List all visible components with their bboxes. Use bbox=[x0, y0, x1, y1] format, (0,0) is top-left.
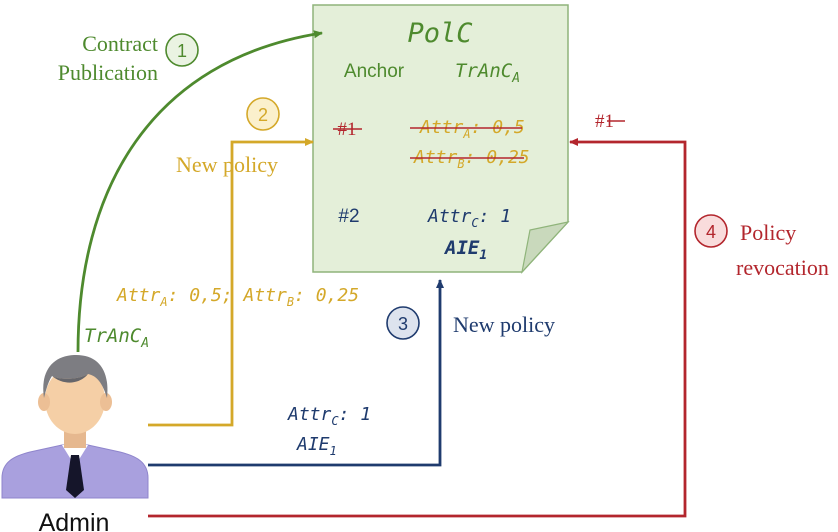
admin-tie bbox=[66, 455, 84, 498]
step4-label-line2: revocation bbox=[736, 255, 829, 280]
step3-number-badge bbox=[386, 306, 420, 340]
row2-attr-c: AttrC: 1 bbox=[427, 206, 511, 230]
step3-label: New policy bbox=[453, 312, 555, 337]
step4-arrow bbox=[148, 138, 687, 518]
step3-arrow bbox=[148, 279, 444, 467]
step1-arrow bbox=[76, 30, 323, 353]
step4-label-line1: Policy bbox=[740, 220, 796, 245]
step3-new-policy: 3 New policy AttrC: 1 AIE1 bbox=[148, 279, 555, 467]
step4-number-badge bbox=[694, 214, 728, 248]
row1-attr-a: AttrA: 0,5 bbox=[419, 117, 525, 141]
step3-attr-c: AttrC: 1 bbox=[287, 404, 371, 428]
step4-policy-revocation: 4 Policy revocation #1 bbox=[148, 111, 829, 518]
admin-hair bbox=[43, 354, 108, 398]
row2-anchor: #2 bbox=[338, 206, 359, 227]
step2-arrow bbox=[148, 138, 314, 427]
admin-hair-shade bbox=[52, 374, 88, 383]
admin-right-ear bbox=[100, 393, 112, 411]
step2-label: New policy bbox=[176, 152, 278, 177]
admin-left-ear bbox=[38, 393, 50, 411]
column-header-tranca: TrAnCA bbox=[455, 60, 520, 86]
admin-face bbox=[45, 366, 105, 434]
document-folded-corner bbox=[521, 221, 570, 274]
admin-label: Admin bbox=[39, 509, 110, 532]
step2-number: 2 bbox=[258, 105, 268, 125]
admin-user-icon: Admin bbox=[1, 354, 149, 532]
step1-number: 1 bbox=[177, 41, 187, 61]
step1-number-badge bbox=[165, 33, 199, 67]
step4-anchor-label: #1 bbox=[595, 111, 614, 132]
step1-label-line1: Contract bbox=[82, 31, 158, 56]
step1-label-line2: Publication bbox=[58, 60, 158, 85]
step2-number-badge bbox=[246, 97, 280, 131]
document-title: PolC bbox=[407, 18, 472, 49]
row1-attr-b: AttrB: 0,25 bbox=[413, 147, 530, 171]
step4-number: 4 bbox=[706, 222, 716, 242]
step3-number: 3 bbox=[398, 314, 408, 334]
policy-contract-document: PolC Anchor TrAnCA #1 AttrA: 0,5 AttrB: … bbox=[312, 4, 570, 274]
step1-tranca-label: TrAnCA bbox=[84, 325, 149, 351]
step1-contract-publication: 1 Contract Publication TrAnCA bbox=[58, 30, 323, 353]
column-header-anchor: Anchor bbox=[344, 61, 405, 82]
step2-attributes: AttrA: 0,5; AttrB: 0,25 bbox=[116, 285, 359, 309]
step2-new-policy: 2 New policy AttrA: 0,5; AttrB: 0,25 bbox=[116, 97, 359, 427]
step3-aie: AIE1 bbox=[296, 434, 337, 458]
row2-aie: AIE1 bbox=[443, 237, 487, 263]
